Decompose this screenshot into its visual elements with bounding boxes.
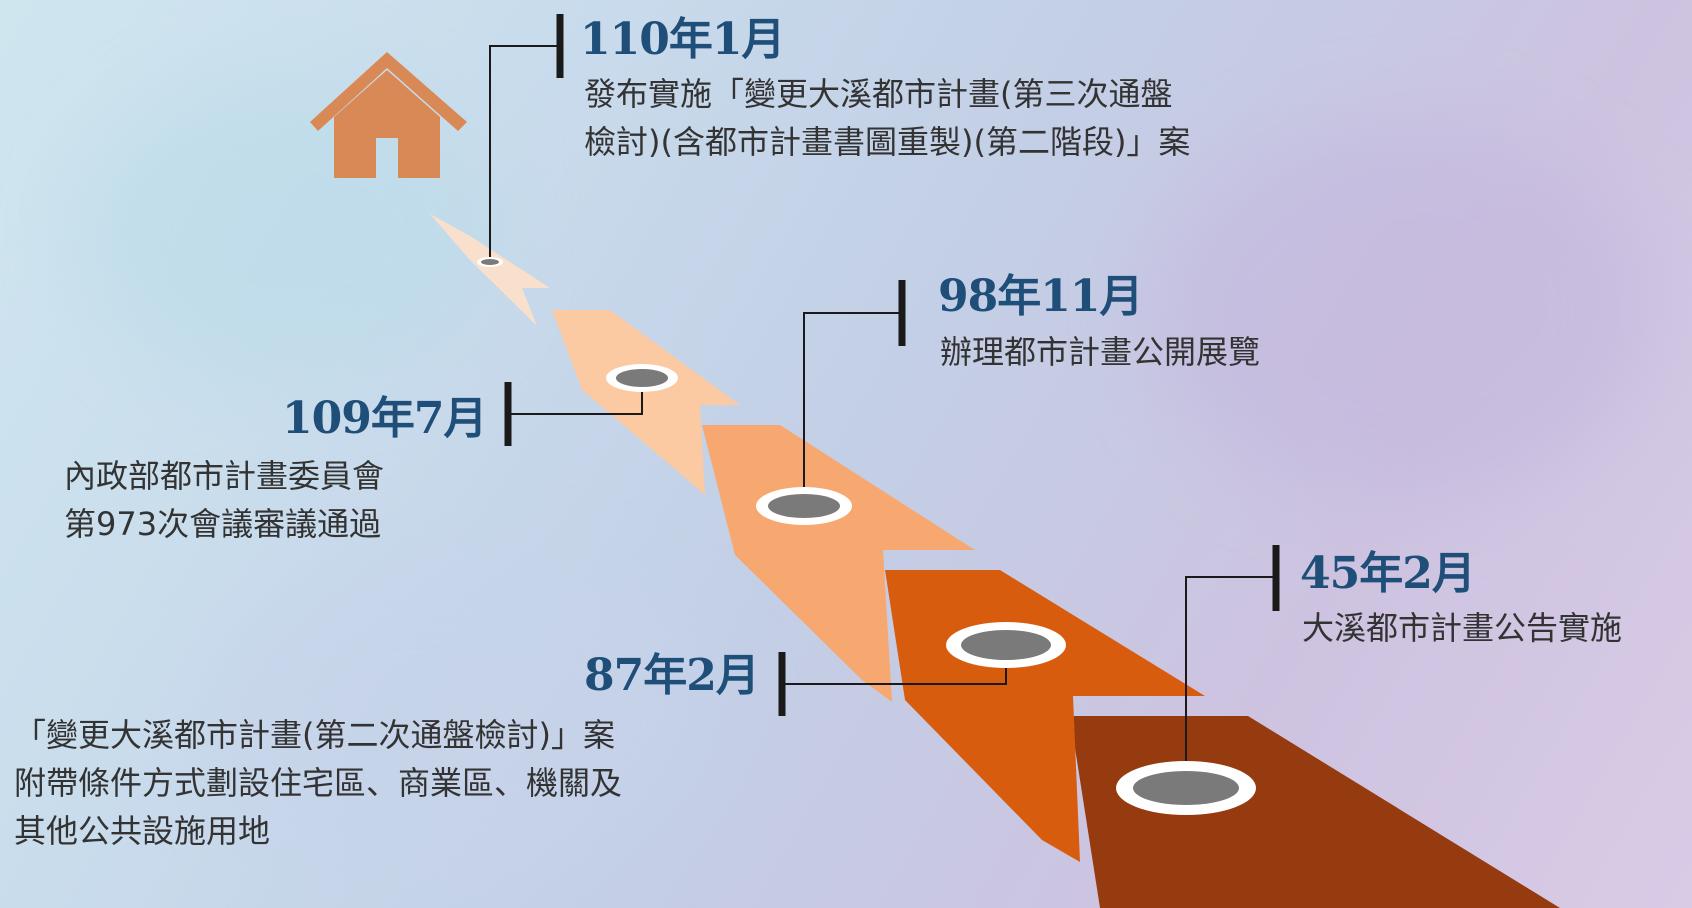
- milestone-date: 98年11月: [938, 271, 1143, 322]
- milestone-marker: [1116, 761, 1256, 815]
- milestone-description: 辦理都市計畫公開展覽: [940, 328, 1260, 376]
- arrow-step-4: [552, 310, 740, 495]
- milestone-marker: [606, 364, 678, 392]
- house-icon: [310, 52, 467, 178]
- description-line: 附帶條件方式劃設住宅區、商業區、機關及: [14, 764, 623, 802]
- description-line: 檢討)(含都市計畫書圖重製)(第二階段)」案: [584, 123, 1191, 161]
- milestone-marker: [756, 487, 852, 525]
- description-line: 「變更大溪都市計畫(第二次通盤檢討)」案: [14, 716, 615, 754]
- description-line: 辦理都市計畫公開展覽: [940, 333, 1261, 371]
- connector-end-bars: [504, 14, 1280, 716]
- milestone-description: 發布實施「變更大溪都市計畫(第三次通盤 檢討)(含都市計畫書圖重製)(第二階段)…: [584, 70, 1190, 166]
- description-line: 其他公共設施用地: [14, 812, 271, 850]
- background-wash: [200, 560, 720, 880]
- description-line: 內政部都市計畫委員會: [64, 457, 385, 495]
- milestone-date: 87年2月: [584, 650, 760, 701]
- background-wash: [1150, 120, 1650, 500]
- milestone-description: 「變更大溪都市計畫(第二次通盤檢討)」案 附帶條件方式劃設住宅區、商業區、機關及…: [14, 711, 622, 855]
- milestone-date: 109年7月: [282, 393, 487, 444]
- description-line: 大溪都市計畫公告實施: [1302, 609, 1623, 647]
- milestone-marker: [946, 622, 1066, 668]
- milestone-date: 45年2月: [1300, 548, 1476, 599]
- arrow-step-5: [430, 214, 550, 326]
- milestone-marker: [477, 257, 503, 267]
- milestone-description: 內政部都市計畫委員會 第973次會議審議通過: [64, 452, 384, 548]
- milestone-description: 大溪都市計畫公告實施: [1302, 604, 1622, 652]
- milestone-date: 110年1月: [580, 14, 785, 65]
- description-line: 第973次會議審議通過: [64, 505, 382, 543]
- description-line: 發布實施「變更大溪都市計畫(第三次通盤: [584, 75, 1173, 113]
- arrow-step-1: [1070, 716, 1560, 908]
